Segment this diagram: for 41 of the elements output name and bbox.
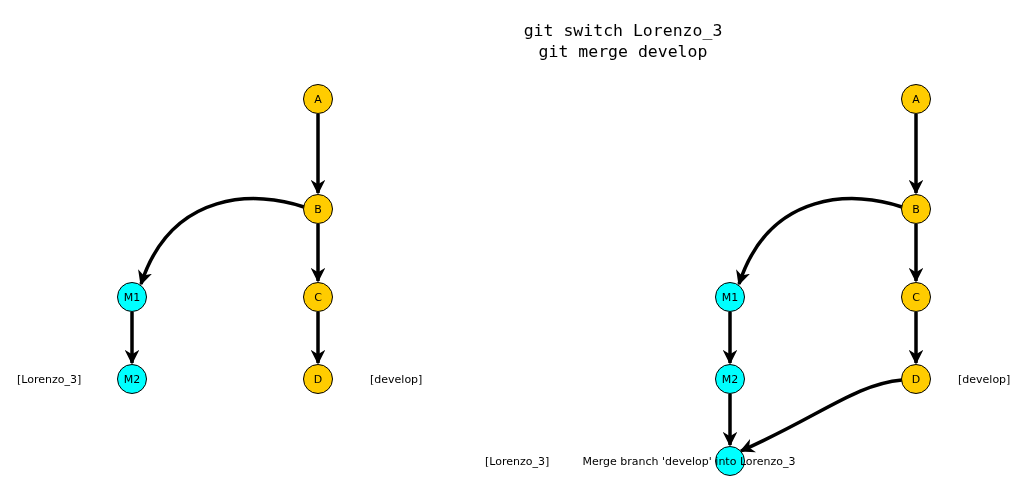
commit-circle bbox=[715, 364, 745, 394]
arrow bbox=[908, 114, 924, 195]
commit-label: C bbox=[314, 290, 322, 304]
commit-label: M1 bbox=[721, 290, 739, 304]
commit-circle bbox=[303, 282, 333, 312]
arrow bbox=[739, 378, 903, 453]
commit-circle bbox=[715, 282, 745, 312]
commit-label: D bbox=[911, 372, 921, 386]
branch-label: [Lorenzo_3] bbox=[17, 372, 82, 386]
arrow bbox=[124, 312, 140, 365]
commit-circle bbox=[901, 282, 931, 312]
commit-label: C bbox=[912, 290, 920, 304]
commit-circle bbox=[117, 364, 147, 394]
commit-label: A bbox=[912, 92, 920, 106]
commit-circle bbox=[901, 364, 931, 394]
commit-label: B bbox=[314, 202, 322, 216]
commit-circle bbox=[901, 194, 931, 224]
commit-circle bbox=[303, 84, 333, 114]
commit-circle bbox=[901, 84, 931, 114]
branch-label: [develop] bbox=[958, 372, 1011, 386]
commit-label: M2 bbox=[123, 372, 141, 386]
commit-label: D bbox=[313, 372, 323, 386]
commit-label: M1 bbox=[123, 290, 141, 304]
commit-label: A bbox=[314, 92, 322, 106]
arrow bbox=[310, 114, 326, 195]
arrow bbox=[310, 312, 326, 365]
arrow bbox=[737, 197, 903, 286]
arrow bbox=[908, 312, 924, 365]
branch-label: [develop] bbox=[370, 372, 423, 386]
arrow bbox=[139, 197, 305, 286]
commit-label: B bbox=[912, 202, 920, 216]
arrow bbox=[722, 312, 738, 365]
arrow bbox=[310, 224, 326, 283]
branch-label: [Lorenzo_3] bbox=[485, 454, 550, 468]
commit-label: M2 bbox=[721, 372, 739, 386]
arrow bbox=[722, 394, 738, 447]
commit-circle bbox=[303, 364, 333, 394]
command-title: git switch Lorenzo_3 git merge develop bbox=[522, 20, 724, 62]
arrow bbox=[908, 224, 924, 283]
commit-circle bbox=[117, 282, 147, 312]
commit-circle bbox=[303, 194, 333, 224]
